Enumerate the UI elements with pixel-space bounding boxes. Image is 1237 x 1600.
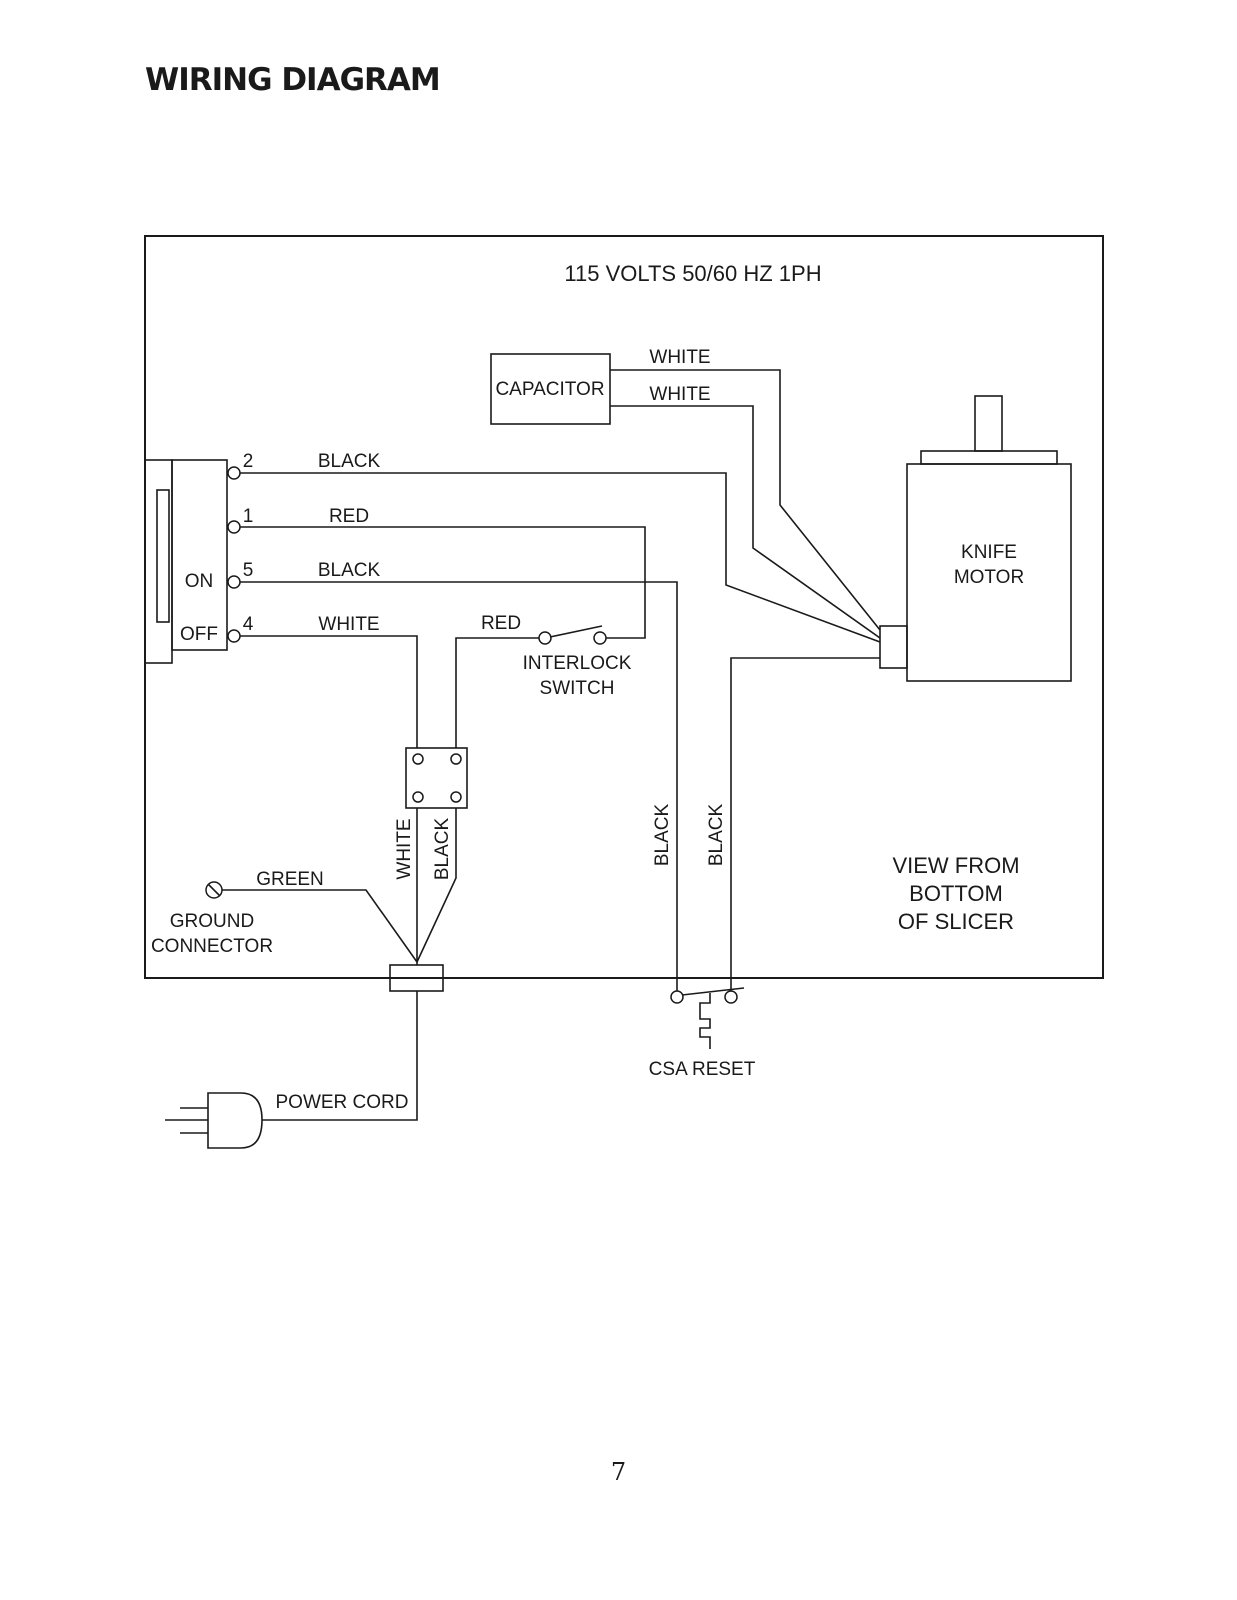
junction-terminal — [412, 753, 424, 765]
supply-label: 115 VOLTS 50/60 HZ 1PH — [564, 261, 821, 286]
terminal-number-5: 5 — [243, 560, 254, 581]
reset-label: CSA RESET — [649, 1059, 756, 1080]
junction-black-wire — [416, 808, 457, 963]
interlock-switch-blade — [549, 625, 603, 638]
power-cord — [262, 991, 418, 1121]
motor-label-line-2: MOTOR — [954, 567, 1024, 588]
wire-terminal-1-label: RED — [329, 506, 369, 527]
capacitor-wire-2 — [610, 405, 881, 639]
view-note-line-2: BOTTOM — [909, 881, 1003, 906]
switch-terminal-1 — [227, 520, 241, 534]
interlock-contact-right — [593, 631, 607, 645]
motor-flange — [920, 450, 1058, 465]
motor-shaft — [974, 395, 1003, 452]
capacitor-wire-2-label: WHITE — [649, 384, 710, 405]
reset-wire-1-label: BLACK — [652, 804, 673, 867]
interlock-wire — [455, 637, 539, 748]
power-plug — [207, 1092, 263, 1149]
junction-block — [405, 747, 468, 809]
switch-on-label: ON — [185, 571, 214, 592]
wire-terminal-2-label: BLACK — [318, 451, 381, 472]
junction-terminal — [450, 791, 462, 803]
wire-terminal-2 — [240, 472, 881, 643]
terminal-number-2: 2 — [243, 451, 254, 472]
page-number: 7 — [610, 1458, 627, 1486]
motor-label-line-1: KNIFE — [961, 542, 1017, 563]
switch-terminal-4 — [227, 629, 241, 643]
interlock-contact-left — [538, 631, 552, 645]
interlock-wire-label: RED — [481, 613, 521, 634]
capacitor — [490, 353, 611, 425]
terminal-number-4: 4 — [243, 614, 254, 635]
ground-label-line-2: CONNECTOR — [151, 936, 273, 957]
reset-switch-blade — [681, 987, 745, 996]
power-cord-label: POWER CORD — [276, 1092, 409, 1113]
on-off-switch — [171, 459, 228, 651]
reset-wire-2-label: BLACK — [706, 804, 727, 867]
capacitor-label: CAPACITOR — [495, 379, 604, 400]
switch-rocker — [156, 489, 170, 623]
ground-label-line-1: GROUND — [170, 911, 254, 932]
wire-terminal-4-label: WHITE — [318, 614, 379, 635]
ground-wire — [222, 889, 418, 963]
wire-terminal-5 — [240, 581, 678, 993]
view-note-line-1: VIEW FROM — [892, 853, 1019, 878]
switch-terminal-5 — [227, 575, 241, 589]
reset-contact-left — [670, 990, 684, 1004]
junction-white-label: WHITE — [394, 818, 415, 879]
switch-off-label: OFF — [180, 624, 218, 645]
junction-terminal — [450, 753, 462, 765]
interlock-label-line-1: INTERLOCK — [523, 653, 632, 674]
motor-reset-wire — [730, 657, 880, 993]
wire-terminal-5-label: BLACK — [318, 560, 381, 581]
junction-black-label: BLACK — [432, 818, 453, 881]
junction-terminal — [412, 791, 424, 803]
page-title: WIRING DIAGRAM — [145, 62, 441, 98]
capacitor-wire-1-label: WHITE — [649, 347, 710, 368]
reset-contact-right — [724, 990, 738, 1004]
terminal-number-1: 1 — [243, 506, 254, 527]
ground-screw-slot — [207, 883, 221, 897]
wire-terminal-4 — [240, 635, 418, 748]
switch-terminal-2 — [227, 466, 241, 480]
reset-button — [699, 993, 711, 1049]
view-note-line-3: OF SLICER — [898, 909, 1014, 934]
ground-wire-label: GREEN — [256, 869, 324, 890]
interlock-label-line-2: SWITCH — [540, 678, 615, 699]
capacitor-wire-1 — [610, 369, 881, 631]
knife-motor — [906, 463, 1072, 682]
motor-terminal-block — [879, 625, 908, 669]
